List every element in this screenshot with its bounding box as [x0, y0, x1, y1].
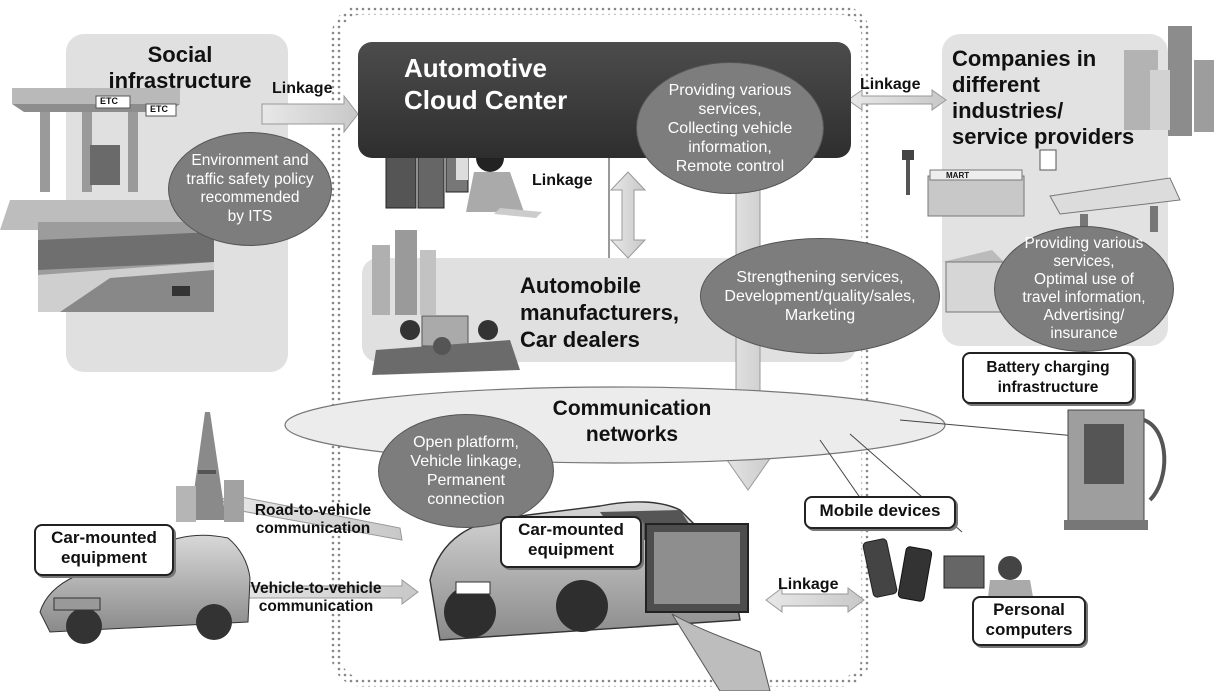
manufacturers-title: Automobile manufacturers, Car dealers — [520, 273, 679, 352]
v2v-label: Vehicle-to-vehicle communication — [250, 580, 382, 615]
etc-sign-1: ETC — [100, 96, 118, 106]
meeting-illustration — [372, 230, 520, 375]
mobile-devices-label: Mobile devices — [804, 496, 956, 529]
car-mounted-left-label: Car-mounted equipment — [34, 524, 174, 576]
linkage-left-label: Linkage — [272, 80, 333, 97]
tower-illustration — [176, 412, 244, 522]
highway-illustration — [38, 222, 214, 312]
mart-sign: MART — [946, 171, 970, 180]
bottom-linkage-arrow — [765, 587, 865, 613]
road-to-vehicle-label: Road-to-vehicle communication — [254, 502, 372, 537]
right-linkage-arrow — [847, 89, 947, 111]
battery-charger-illustration — [1064, 409, 1167, 530]
linkage-vertical-label: Linkage — [532, 172, 593, 189]
network-ellipse-text: Open platform, Vehicle linkage, Permanen… — [378, 414, 554, 528]
left-linkage-arrow — [261, 94, 359, 134]
battery-label: Battery charging infrastructure — [962, 352, 1134, 404]
manufacturers-ellipse: Strengthening services, Development/qual… — [700, 238, 940, 354]
mobile-illustration — [862, 538, 933, 602]
car-mounted-center-label: Car-mounted equipment — [500, 516, 642, 568]
personal-computers-label: Personal computers — [972, 596, 1086, 646]
network-title: Communication networks — [552, 397, 712, 446]
companies-title: Companies in different industries/ servi… — [952, 46, 1135, 149]
social-ellipse: Environment and traffic safety policy re… — [168, 132, 332, 246]
cloud-ellipse: Providing various services, Collecting v… — [636, 62, 824, 194]
social-title: Social infrastructure — [108, 42, 252, 93]
companies-ellipse: Providing various services, Optimal use … — [994, 226, 1174, 352]
store-illustration — [902, 149, 1181, 313]
linkage-bottom-label: Linkage — [778, 576, 839, 593]
linkage-right-label: Linkage — [860, 76, 921, 93]
etc-sign-2: ETC — [150, 104, 168, 114]
vertical-double-arrow — [609, 171, 647, 259]
buildings-illustration — [1124, 26, 1214, 136]
cloud-title: Automotive Cloud Center — [404, 53, 568, 115]
